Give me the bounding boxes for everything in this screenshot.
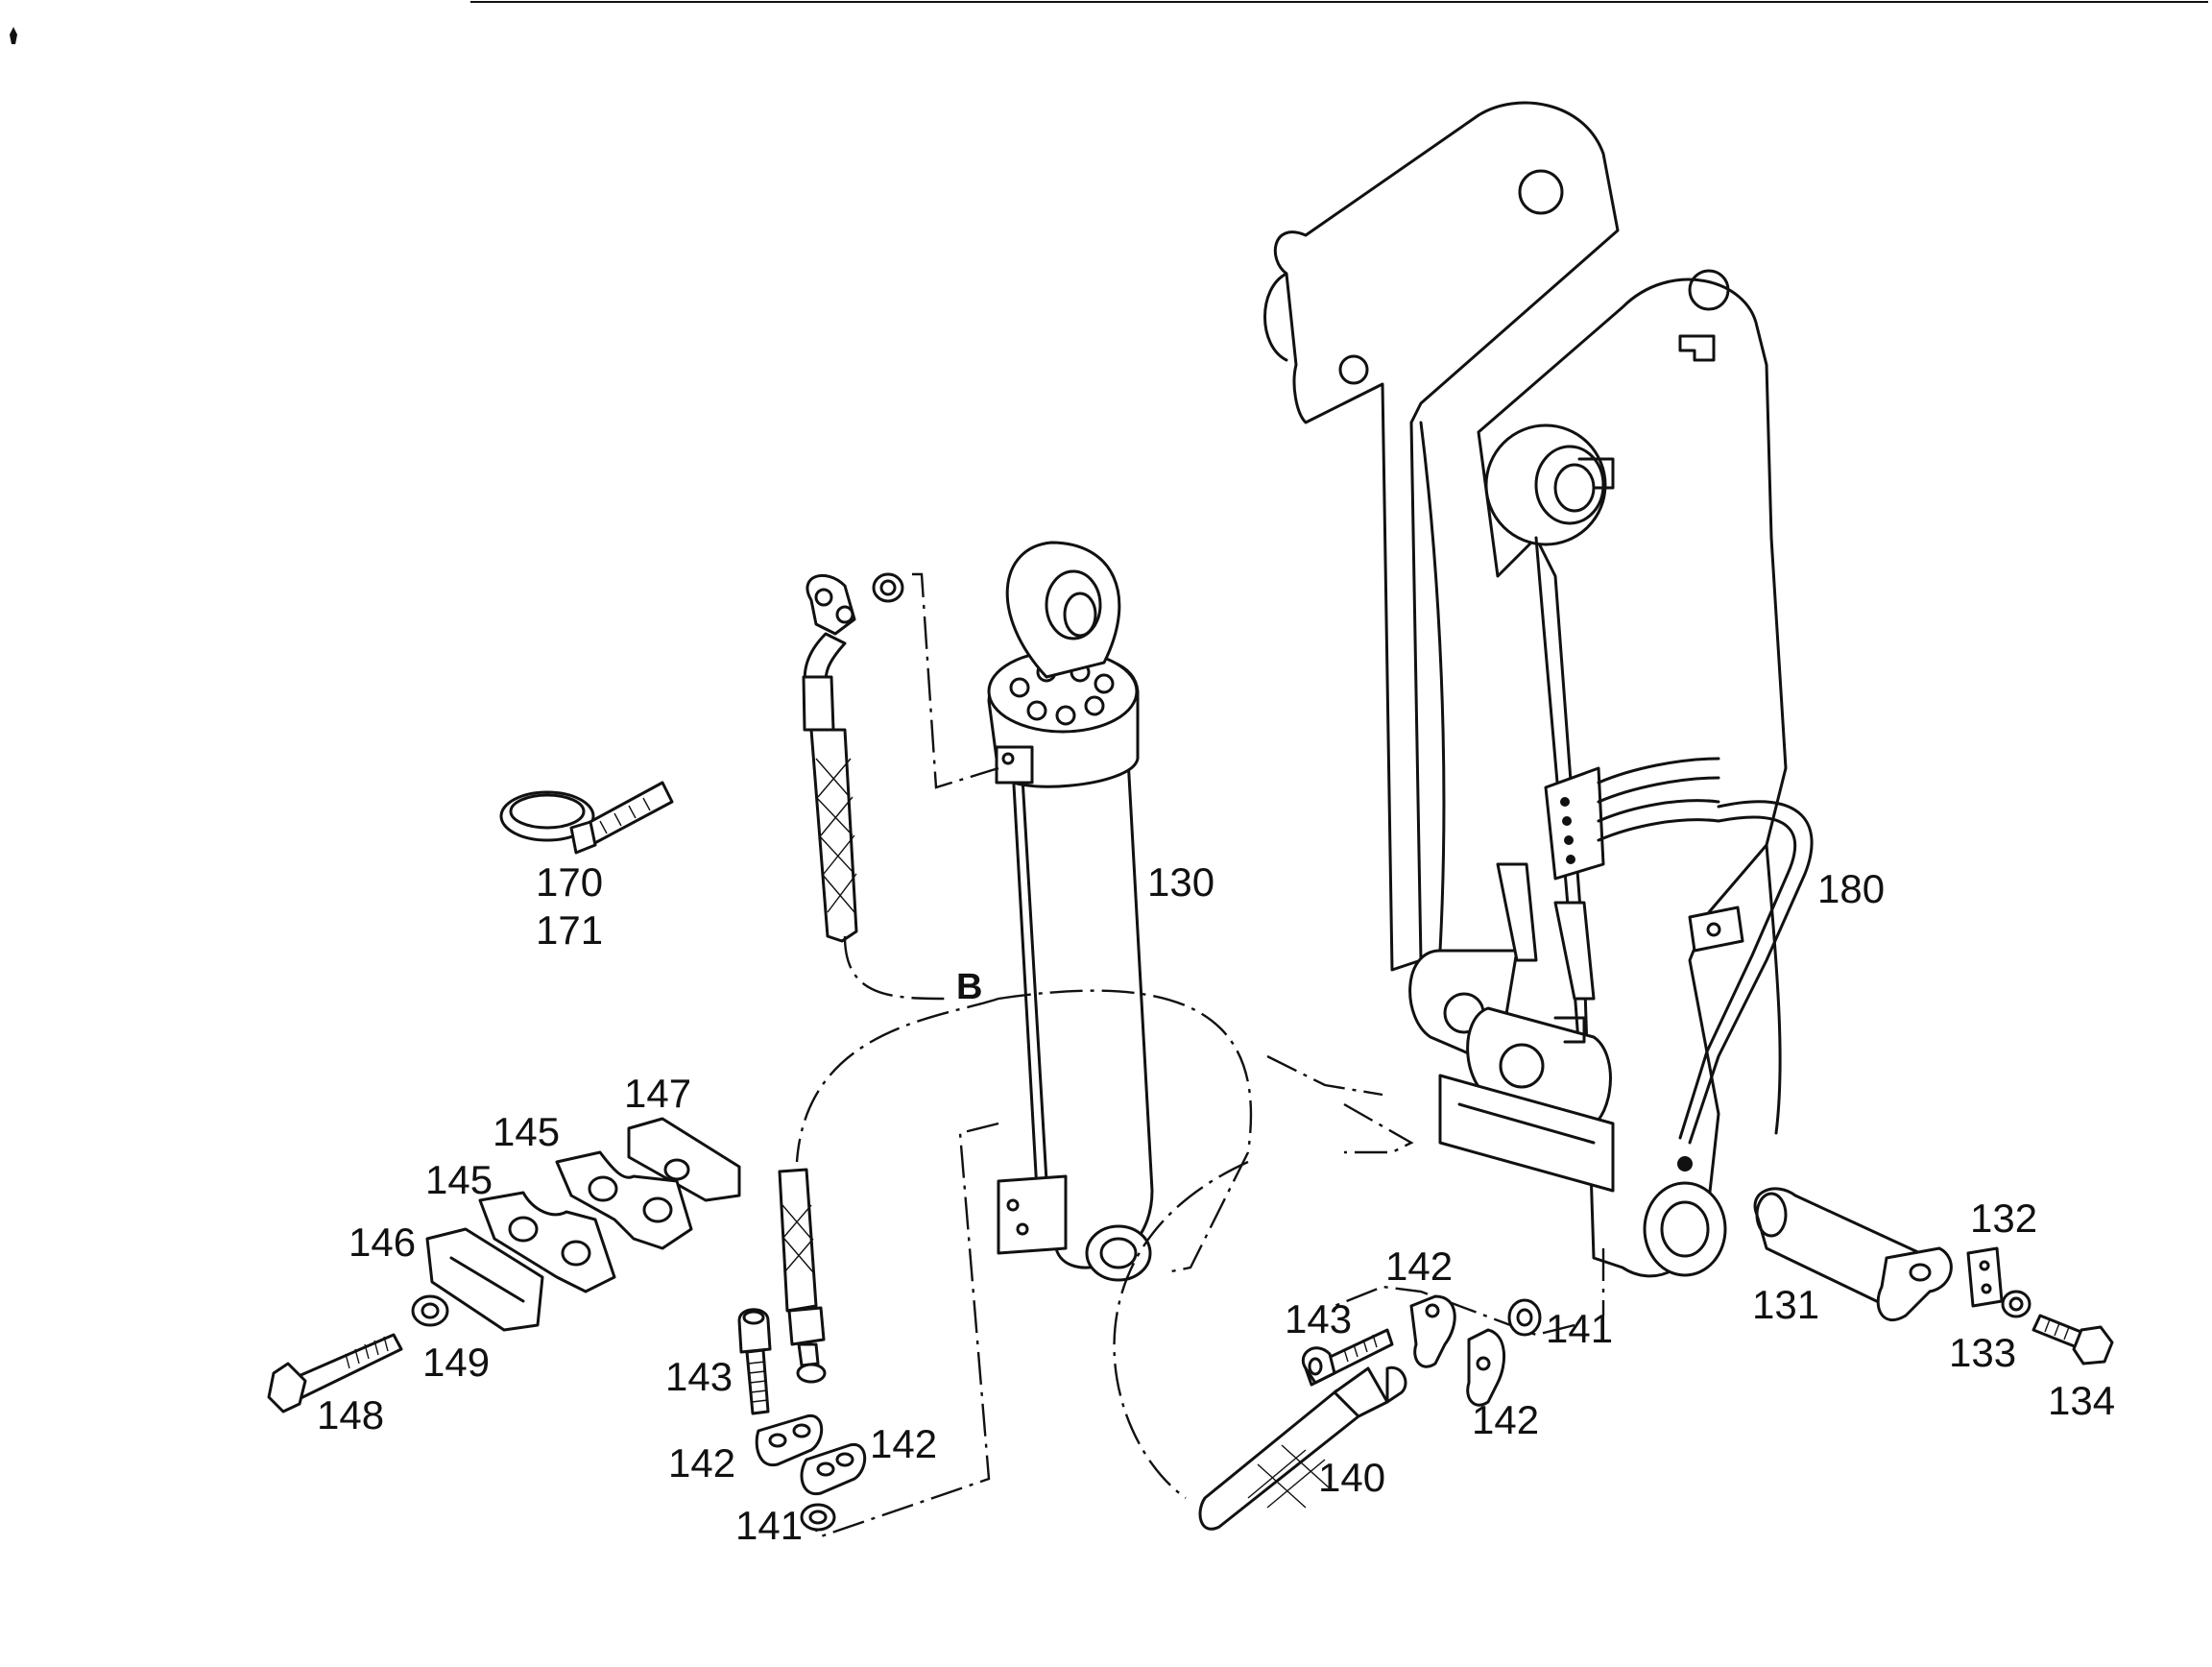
- part-133-washer: [2001, 1290, 2032, 1318]
- label-145-upper: 145: [493, 1109, 560, 1154]
- part-labels: 130 131 132 133 134 140 141 141 142 142 …: [317, 859, 2115, 1548]
- label-143-left: 143: [665, 1354, 733, 1399]
- part-142-center-a: [1409, 1294, 1456, 1368]
- part-147-plate: [627, 1117, 741, 1202]
- corner-mark: [10, 27, 17, 44]
- part-149-washer: [411, 1294, 449, 1327]
- label-142-left-b: 142: [870, 1421, 937, 1466]
- left-fittings: [737, 1308, 867, 1532]
- cable-tie: [499, 781, 674, 855]
- label-133: 133: [1949, 1330, 2016, 1375]
- route-lines: [795, 572, 1605, 1538]
- part-142-left-a: [755, 1414, 824, 1467]
- part-145-lower: [478, 1191, 616, 1293]
- hose-top-assembly: [802, 572, 904, 943]
- label-141-left: 141: [735, 1503, 803, 1548]
- center-fittings: [1301, 1294, 1542, 1407]
- part-132-plate: [1966, 1246, 2004, 1308]
- label-147: 147: [624, 1071, 691, 1116]
- part-141-washer-left: [800, 1503, 836, 1532]
- label-171: 171: [536, 907, 603, 953]
- label-146: 146: [349, 1220, 416, 1265]
- hose-140: [1198, 1365, 1407, 1531]
- part-145-upper: [555, 1150, 693, 1250]
- label-142-left-a: 142: [668, 1440, 735, 1486]
- label-149: 149: [422, 1340, 490, 1385]
- label-131: 131: [1752, 1282, 1819, 1327]
- label-180: 180: [1817, 866, 1885, 911]
- label-142-center-a: 142: [1385, 1244, 1453, 1289]
- label-140: 140: [1318, 1455, 1385, 1500]
- label-148: 148: [317, 1392, 384, 1437]
- label-141-center: 141: [1546, 1306, 1613, 1351]
- label-143-center: 143: [1285, 1296, 1352, 1341]
- clamp-stack: [267, 1117, 741, 1413]
- label-142-center-b: 142: [1472, 1397, 1539, 1442]
- label-170: 170: [536, 859, 603, 905]
- label-130: 130: [1147, 859, 1214, 905]
- label-132: 132: [1970, 1196, 2037, 1241]
- label-145-lower: 145: [425, 1157, 493, 1202]
- part-141-washer-center: [1507, 1298, 1542, 1337]
- label-connector-b: B: [956, 967, 982, 1007]
- hydraulic-cylinder-130: [987, 541, 1154, 1282]
- pin-assembly: [1753, 1187, 2114, 1365]
- hose-left-vertical: [778, 1168, 827, 1384]
- label-134: 134: [2048, 1378, 2115, 1423]
- boom-arm-bracket: [1263, 101, 1814, 1278]
